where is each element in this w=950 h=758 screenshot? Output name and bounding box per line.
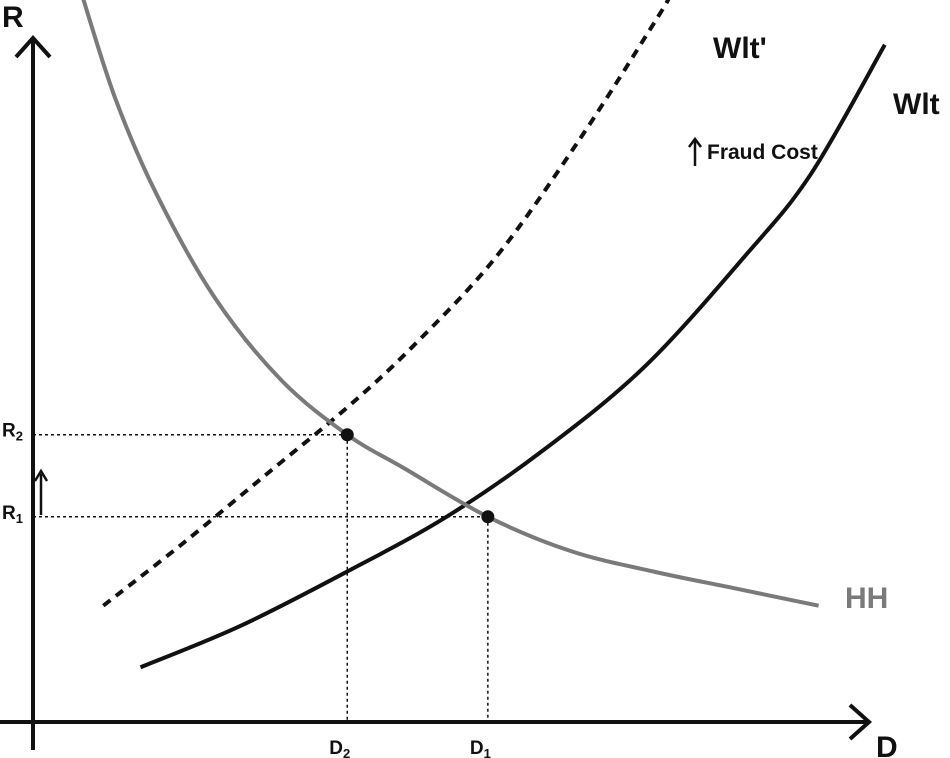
x-tick-label: D2	[329, 738, 350, 758]
wlt-label: Wlt	[893, 88, 940, 121]
hh-label: HH	[845, 582, 888, 615]
guide-lines	[33, 433, 489, 722]
y-axis-arrowhead	[14, 35, 52, 59]
y-tick-label: R1	[2, 503, 23, 526]
wlt-curve	[139, 43, 887, 670]
y-axis-label: R	[2, 1, 24, 34]
r-shift-arrow	[33, 468, 49, 515]
hh-curve	[81, 0, 820, 608]
x-axis-arrowhead	[848, 703, 872, 741]
up-arrow-head	[33, 468, 49, 482]
x-tick-label: D1	[470, 738, 491, 758]
x-axis-label: D	[876, 731, 898, 758]
wlt-prime-label: Wlt'	[713, 32, 767, 65]
wlt-prime-curve	[102, 0, 671, 608]
fraud-cost-annotation: Fraud Cost	[688, 136, 818, 166]
equilibrium-point	[340, 428, 354, 442]
equilibrium-point	[481, 510, 495, 524]
fraud-cost-label: Fraud Cost	[707, 141, 818, 164]
equilibrium-points	[340, 428, 495, 524]
axes	[0, 35, 872, 750]
curves	[81, 0, 887, 670]
up-arrow-icon	[688, 136, 702, 166]
y-tick-label: R2	[2, 421, 23, 444]
